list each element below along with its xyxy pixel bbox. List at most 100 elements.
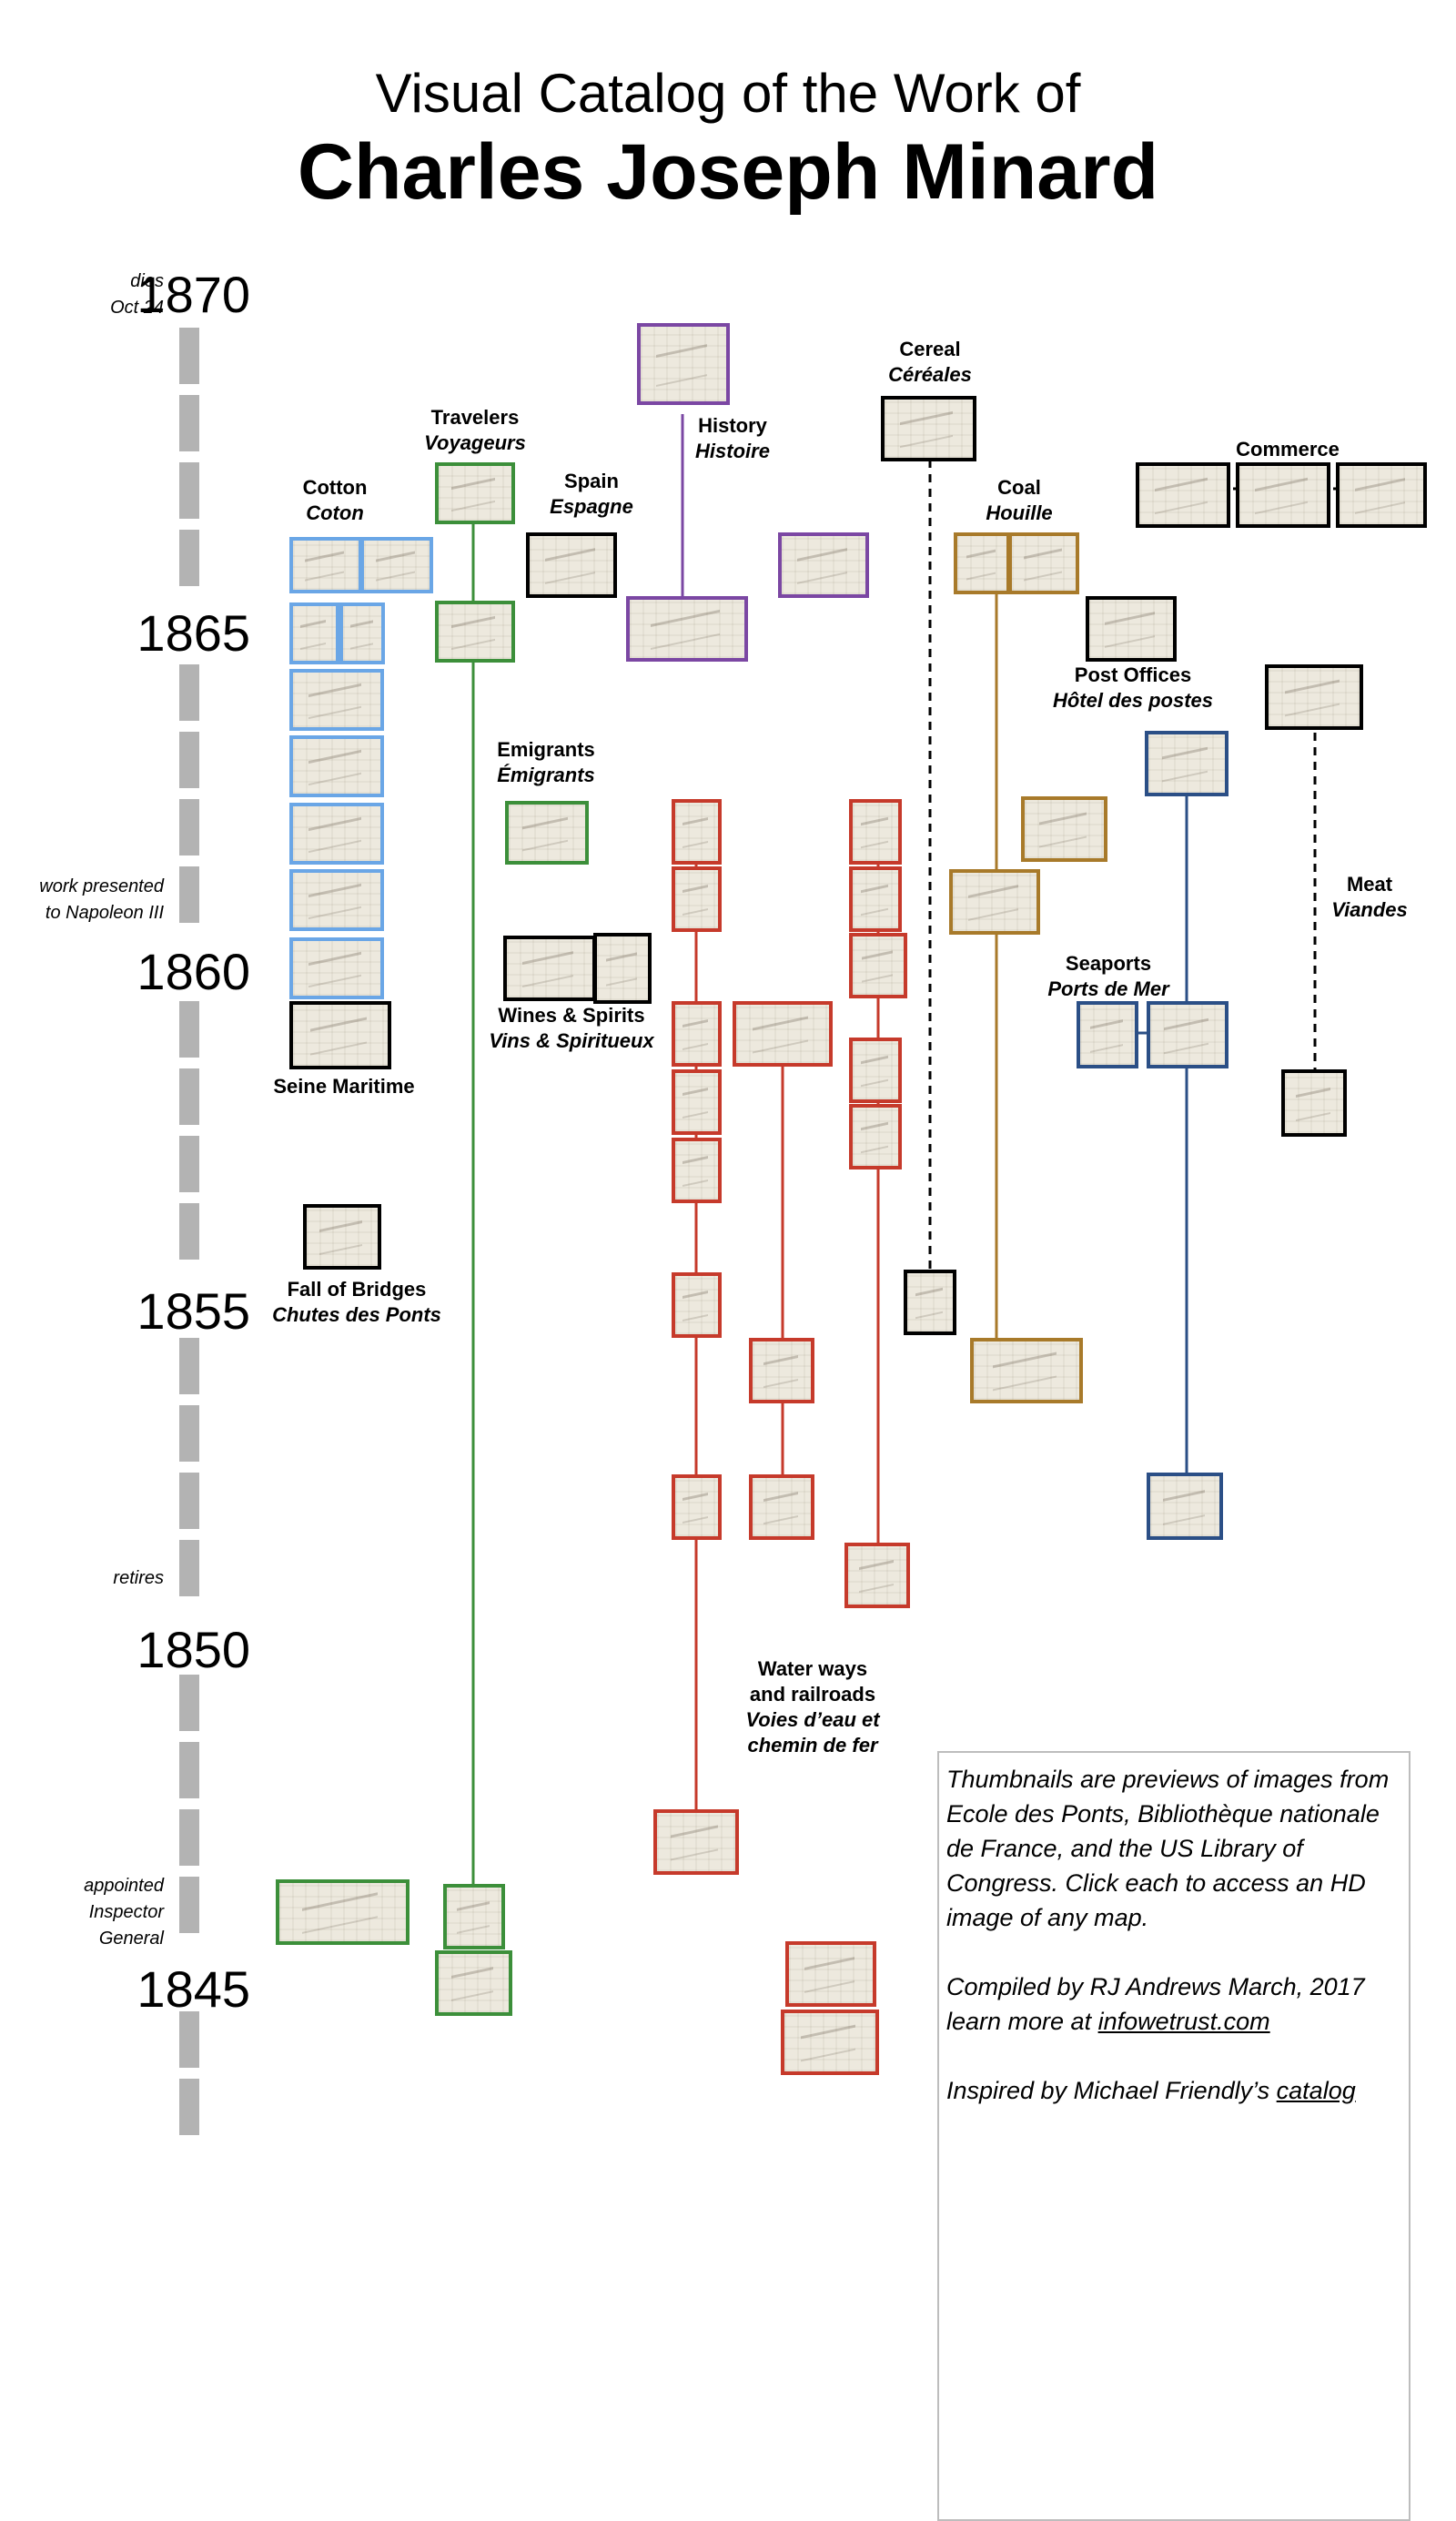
map-thumbnail-black[interactable] <box>303 1204 381 1270</box>
timeline-tick <box>179 1338 199 1394</box>
map-thumbnail-waterways[interactable] <box>672 1474 722 1540</box>
timeline-tick <box>179 664 199 721</box>
map-thumbnail-cotton[interactable] <box>289 869 384 931</box>
map-thumbnail-black[interactable] <box>1086 596 1177 662</box>
map-thumbnail-seaports[interactable] <box>1145 731 1228 796</box>
map-thumbnail-waterways[interactable] <box>785 1941 876 2007</box>
map-thumbnail-waterways[interactable] <box>849 866 902 932</box>
map-thumbnail-cotton[interactable] <box>289 937 384 999</box>
map-thumbnail-seaports[interactable] <box>1077 1001 1138 1068</box>
map-thumbnail-cotton[interactable] <box>289 803 384 865</box>
timeline-tick <box>179 732 199 788</box>
map-thumbnail-cotton[interactable] <box>289 735 384 797</box>
timeline-tick <box>179 1136 199 1192</box>
map-thumbnail-travelers[interactable] <box>505 801 589 865</box>
map-thumbnail-waterways[interactable] <box>653 1809 739 1875</box>
map-thumbnail-black[interactable] <box>904 1270 956 1335</box>
map-thumbnail-waterways[interactable] <box>672 1272 722 1338</box>
note-inspired: Inspired by Michael Friendly’s catalog <box>946 2077 1356 2104</box>
year-label-1860: 1860 <box>136 943 250 1000</box>
map-thumbnail-waterways[interactable] <box>749 1338 814 1403</box>
year-label-1870: 1870 <box>136 266 250 323</box>
group-label-waterways: Water ways and railroads Voies d’eau et … <box>745 1657 880 1757</box>
timeline-tick <box>179 1203 199 1260</box>
timeline-tick <box>179 1540 199 1596</box>
map-thumbnail-seaports[interactable] <box>1147 1473 1223 1540</box>
note-sources: Thumbnails are previews of images from E… <box>946 1766 1390 1931</box>
title-line-1: Visual Catalog of the Work of <box>375 63 1081 124</box>
map-thumbnail-travelers[interactable] <box>435 601 515 663</box>
map-thumbnail-black[interactable] <box>593 933 652 1004</box>
map-thumbnail-black[interactable] <box>1265 664 1363 730</box>
map-thumbnail-black[interactable] <box>1136 462 1230 528</box>
map-thumbnail-travelers[interactable] <box>435 462 515 524</box>
map-thumbnail-cotton[interactable] <box>360 537 433 593</box>
map-thumbnail-waterways[interactable] <box>844 1543 910 1608</box>
map-thumbnail-waterways[interactable] <box>849 799 902 865</box>
map-thumbnail-waterways[interactable] <box>749 1474 814 1540</box>
map-thumbnail-cotton[interactable] <box>289 537 362 593</box>
map-thumbnail-cotton[interactable] <box>289 602 339 664</box>
map-thumbnail-travelers[interactable] <box>276 1879 410 1945</box>
map-thumbnail-black[interactable] <box>289 1001 391 1069</box>
timeline-tick <box>179 1877 199 1933</box>
map-thumbnail-waterways[interactable] <box>672 1138 722 1203</box>
map-thumbnail-waterways[interactable] <box>781 2010 879 2075</box>
map-thumbnail-black[interactable] <box>526 532 617 598</box>
map-thumbnail-coal[interactable] <box>954 532 1010 594</box>
map-thumbnail-black[interactable] <box>1336 462 1427 528</box>
map-thumbnail-coal[interactable] <box>949 869 1040 935</box>
map-thumbnail-waterways[interactable] <box>849 1038 902 1103</box>
map-thumbnail-black[interactable] <box>1281 1069 1347 1137</box>
map-thumbnail-waterways[interactable] <box>672 799 722 865</box>
group-label-commerce: Commerce <box>1236 438 1340 461</box>
timeline-tick <box>179 1809 199 1866</box>
map-thumbnail-waterways[interactable] <box>672 866 722 932</box>
timeline-tick <box>179 1405 199 1462</box>
note-compiled: Compiled by RJ Andrews March, 2017 learn… <box>946 1973 1365 2035</box>
map-thumbnail-black[interactable] <box>881 396 976 461</box>
map-thumbnail-coal[interactable] <box>1008 532 1079 594</box>
timeline-tick <box>179 866 199 923</box>
map-thumbnail-history[interactable] <box>637 323 730 405</box>
map-thumbnail-waterways[interactable] <box>849 1104 902 1169</box>
map-thumbnail-cotton[interactable] <box>339 602 385 664</box>
timeline-tick <box>179 395 199 451</box>
map-thumbnail-history[interactable] <box>626 596 748 662</box>
map-thumbnail-cotton[interactable] <box>289 669 384 731</box>
timeline-tick <box>179 1473 199 1529</box>
map-thumbnail-black[interactable] <box>1236 462 1330 528</box>
map-thumbnail-black[interactable] <box>503 936 596 1001</box>
map-thumbnail-history[interactable] <box>778 532 869 598</box>
timeline-tick <box>179 328 199 384</box>
year-label-1845: 1845 <box>136 1960 250 2018</box>
map-thumbnail-waterways[interactable] <box>849 933 907 998</box>
timeline-tick <box>179 1001 199 1058</box>
map-thumbnail-waterways[interactable] <box>672 1001 722 1067</box>
infowetrust-link[interactable]: infowetrust.com <box>1097 2008 1270 2035</box>
map-thumbnail-coal[interactable] <box>970 1338 1083 1403</box>
year-label-1865: 1865 <box>136 604 250 662</box>
title-line-2: Charles Joseph Minard <box>297 128 1159 216</box>
map-thumbnail-waterways[interactable] <box>733 1001 833 1067</box>
map-thumbnail-travelers[interactable] <box>435 1950 512 2016</box>
map-thumbnail-waterways[interactable] <box>672 1069 722 1135</box>
map-thumbnail-seaports[interactable] <box>1147 1001 1228 1068</box>
info-note: Thumbnails are previews of images from E… <box>937 1751 1410 2521</box>
catalog-link[interactable]: catalog <box>1276 2077 1356 2104</box>
map-thumbnail-travelers[interactable] <box>443 1884 505 1949</box>
map-thumbnail-coal[interactable] <box>1021 796 1107 862</box>
